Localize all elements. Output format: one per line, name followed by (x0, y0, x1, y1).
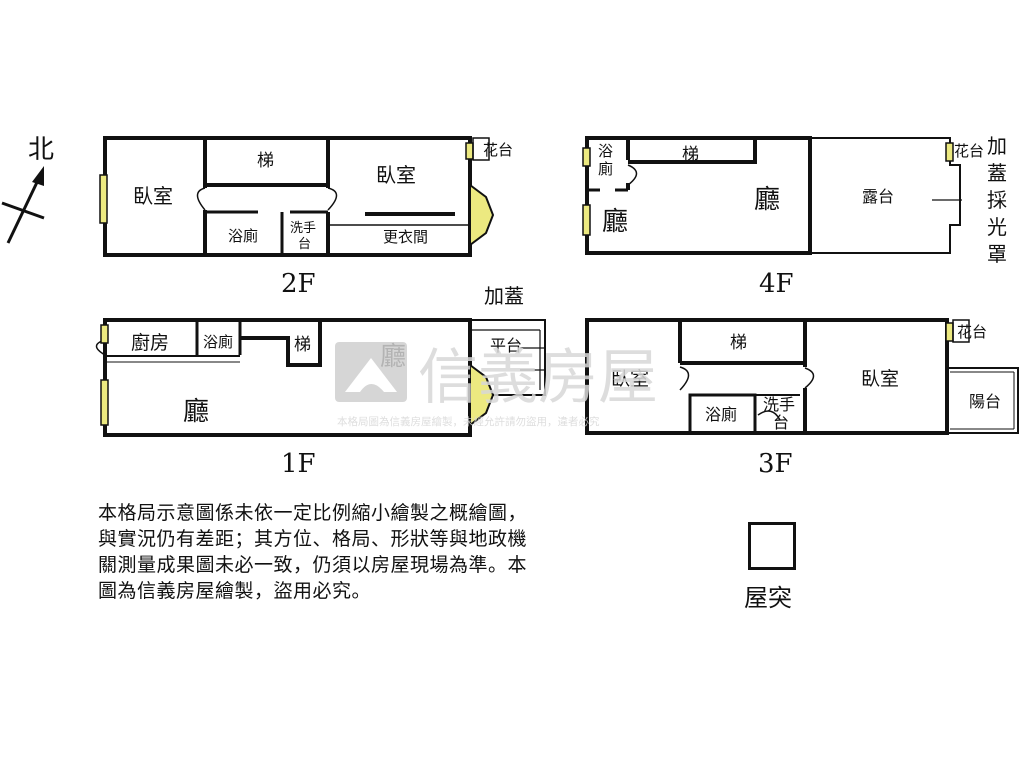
chimney-symbol (748, 522, 796, 570)
room-3f-bedroom-right: 臥室 (861, 368, 899, 390)
room-3f-wash-2: 台 (773, 413, 789, 432)
room-2f-wash-2: 台 (298, 237, 311, 252)
floor-title-1f: 1F (281, 449, 316, 479)
watermark: 信義房屋 本格局圖為信義房屋繪製，未經允許請勿盜用，違者必究 (335, 342, 658, 428)
room-4f-canopy-4: 光 (987, 215, 1007, 239)
room-1f-stairs: 梯 (294, 335, 311, 355)
room-4f-bath-2: 廁 (598, 160, 613, 178)
room-4f-stairs: 梯 (682, 145, 699, 165)
floor-title-3f: 3F (758, 449, 793, 479)
room-3f-bedroom-left: 臥室 (611, 368, 649, 390)
room-1f-addon: 加蓋 (484, 284, 524, 308)
room-1f-platform: 平台 (490, 336, 522, 355)
north-compass: 北 (1, 135, 54, 244)
room-4f-canopy-2: 蓋 (987, 161, 1007, 185)
room-4f-canopy-5: 罩 (987, 242, 1007, 266)
floor-plan-3f (585, 318, 1019, 435)
room-2f-bedroom-right: 臥室 (376, 163, 416, 187)
floor-plan-4f (582, 136, 962, 255)
room-2f-stairs: 梯 (257, 151, 274, 171)
room-3f-balcony: 陽台 (969, 392, 1001, 411)
room-3f-wash-1: 洗手 (763, 395, 795, 414)
room-2f-flower: 花台 (483, 141, 513, 159)
chimney-label: 屋突 (744, 584, 792, 612)
watermark-logo-icon (335, 342, 407, 402)
floor-title-4f: 4F (759, 269, 794, 299)
room-2f-bedroom-left: 臥室 (133, 184, 173, 208)
watermark-brand: 信義房屋 (418, 343, 658, 413)
room-4f-hall-left: 廳 (602, 207, 628, 237)
room-4f-flower: 花台 (954, 142, 984, 160)
room-2f-closet: 更衣間 (383, 228, 428, 246)
room-4f-terrace: 露台 (862, 187, 894, 206)
room-3f-stairs: 梯 (730, 333, 747, 353)
room-2f-wash-1: 洗手 (290, 221, 316, 236)
room-4f-canopy-3: 採 (987, 188, 1007, 212)
room-3f-flower: 花台 (957, 323, 987, 341)
north-label: 北 (28, 135, 54, 165)
room-2f-bath: 浴廁 (228, 227, 258, 245)
disclaimer-note: 本格局示意圖係未依一定比例縮小繪製之概繪圖，與實況仍有差距；其方位、格局、形狀等… (98, 502, 528, 602)
room-3f-bath: 浴廁 (705, 405, 737, 424)
floor-title-2f: 2F (281, 269, 316, 299)
floor-plan-1f (95, 318, 546, 437)
room-4f-bath-1: 浴 (598, 142, 613, 160)
room-1f-bath: 浴廁 (203, 333, 233, 351)
room-4f-hall-center: 廳 (754, 185, 780, 215)
room-4f-canopy-1: 加 (987, 134, 1007, 158)
watermark-notice: 本格局圖為信義房屋繪製，未經允許請勿盜用，違者必究 (337, 415, 600, 428)
floor-plan-2f (99, 136, 495, 257)
room-1f-hall-main: 廳 (183, 397, 209, 427)
room-1f-kitchen: 廚房 (131, 331, 169, 354)
